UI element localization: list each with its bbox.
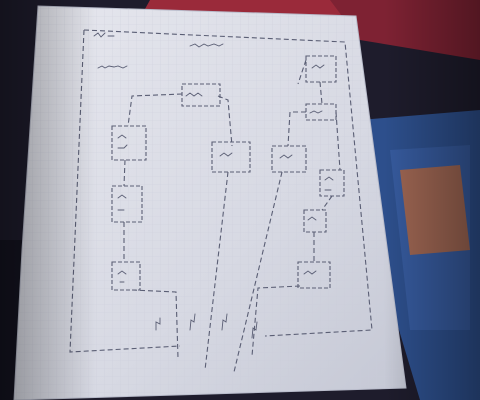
photo-canvas [0,0,480,400]
vignette [0,0,480,400]
photo-scene [0,0,480,400]
